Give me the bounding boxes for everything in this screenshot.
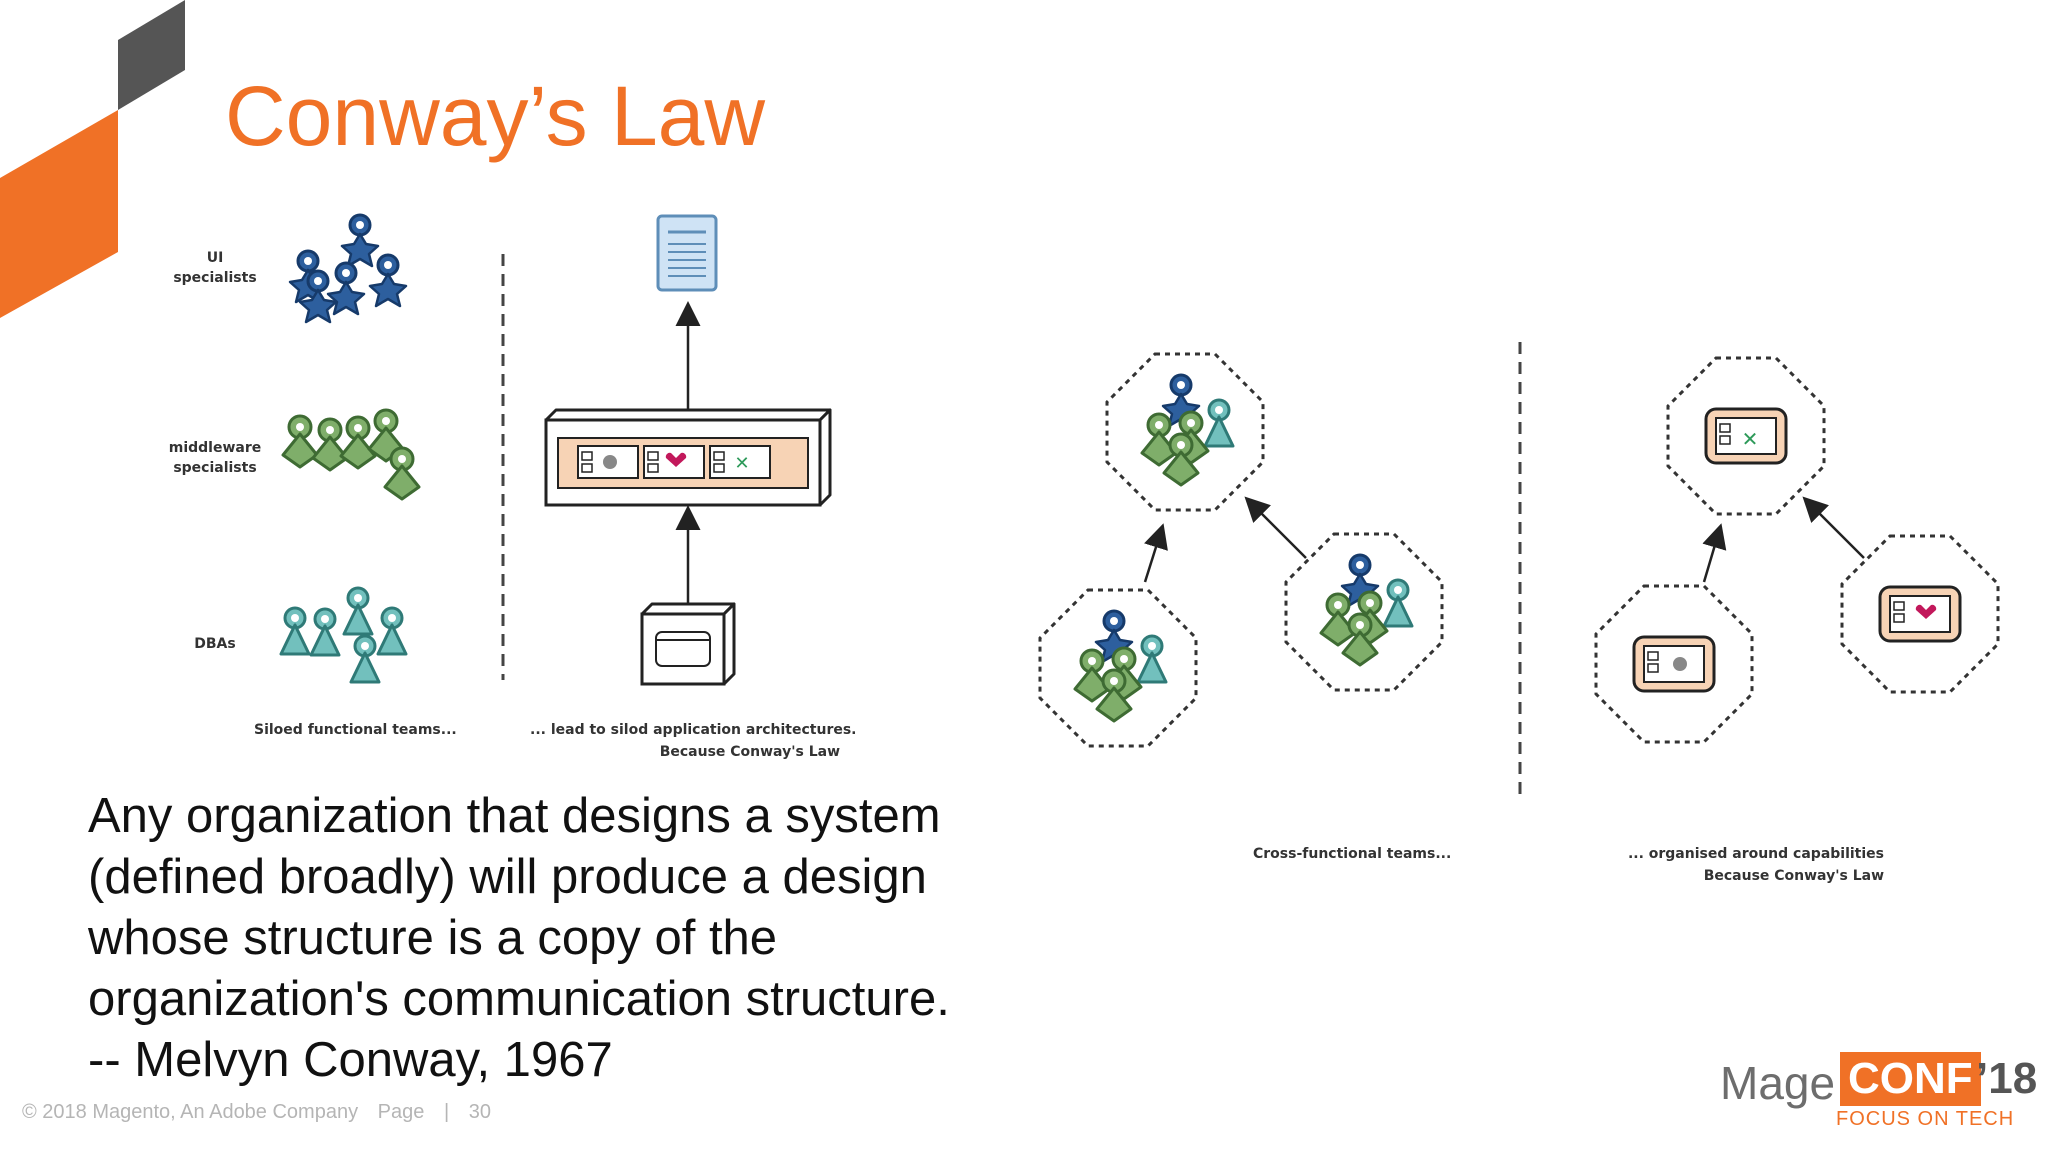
database-icon [640,602,736,686]
middleware-specialists-label: middleware specialists [168,440,262,476]
slide-title: Conway’s Law [225,69,766,163]
team-octagon-top [1105,352,1265,512]
page-label: Page [377,1101,425,1123]
ui-specialists-group [288,213,408,324]
logo-mage-text: Mage [1720,1057,1836,1109]
quote-attribution: -- Melvyn Conway, 1967 [88,1033,613,1087]
quote-line: Any organization that designs a system [88,789,941,843]
capability-octagon-top: ✕ [1666,356,1826,516]
logo-conf-text: CONF [1840,1052,1981,1106]
team-octagon-bottom-left [1038,588,1198,748]
logo-year-text: ’18 [1976,1054,2038,1103]
dbas-group [279,586,408,684]
svg-text:✕: ✕ [734,453,749,474]
caption-siloed-teams: Siloed functional teams... [254,722,457,738]
document-icon [656,214,718,292]
quote-line: whose structure is a copy of the [88,911,778,965]
arrow-capability-left [1702,523,1727,583]
arrow-capability-right [1802,496,1865,559]
svg-text:✕: ✕ [1742,427,1759,451]
page-separator: | [443,1101,450,1123]
caption-siloed-architectures: ... lead to silod application architectu… [530,722,857,760]
team-octagon-bottom-right [1284,532,1444,692]
ui-specialists-label: UI specialists [173,250,257,286]
slide-footer: © 2018 Magento, An Adobe Company Page | … [22,1101,505,1124]
page-number: 30 [468,1101,491,1123]
capability-octagon-bottom-right [1840,534,2000,694]
corner-accent [0,0,185,318]
middleware-specialists-group [281,408,421,501]
caption-cross-functional: Cross-functional teams... [1253,846,1452,862]
logo-tagline: FOCUS ON TECH [1836,1108,2015,1130]
arrow-team-left [1143,523,1168,583]
dbas-label: DBAs [194,636,236,652]
conway-quote: Any organization that designs a system (… [88,786,1048,1091]
cross-functional-diagram: ✕ Cross-functional teams... ... organise… [1000,300,2020,920]
monolith-box: ✕ [544,408,832,507]
copyright-text: © 2018 Magento, An Adobe Company [22,1101,359,1123]
quote-line: (defined broadly) will produce a design [88,850,927,904]
capability-octagon-bottom-left [1594,584,1754,744]
caption-capabilities: ... organised around capabilities Becaus… [1627,846,1884,884]
mageconf-logo: Mage CONF ’18 FOCUS ON TECH [1720,1050,2037,1130]
arrow-team-right [1244,496,1307,559]
quote-line: organization's communication structure. [88,972,950,1026]
siloed-teams-diagram: UI specialists middleware specialists DB… [0,0,900,780]
